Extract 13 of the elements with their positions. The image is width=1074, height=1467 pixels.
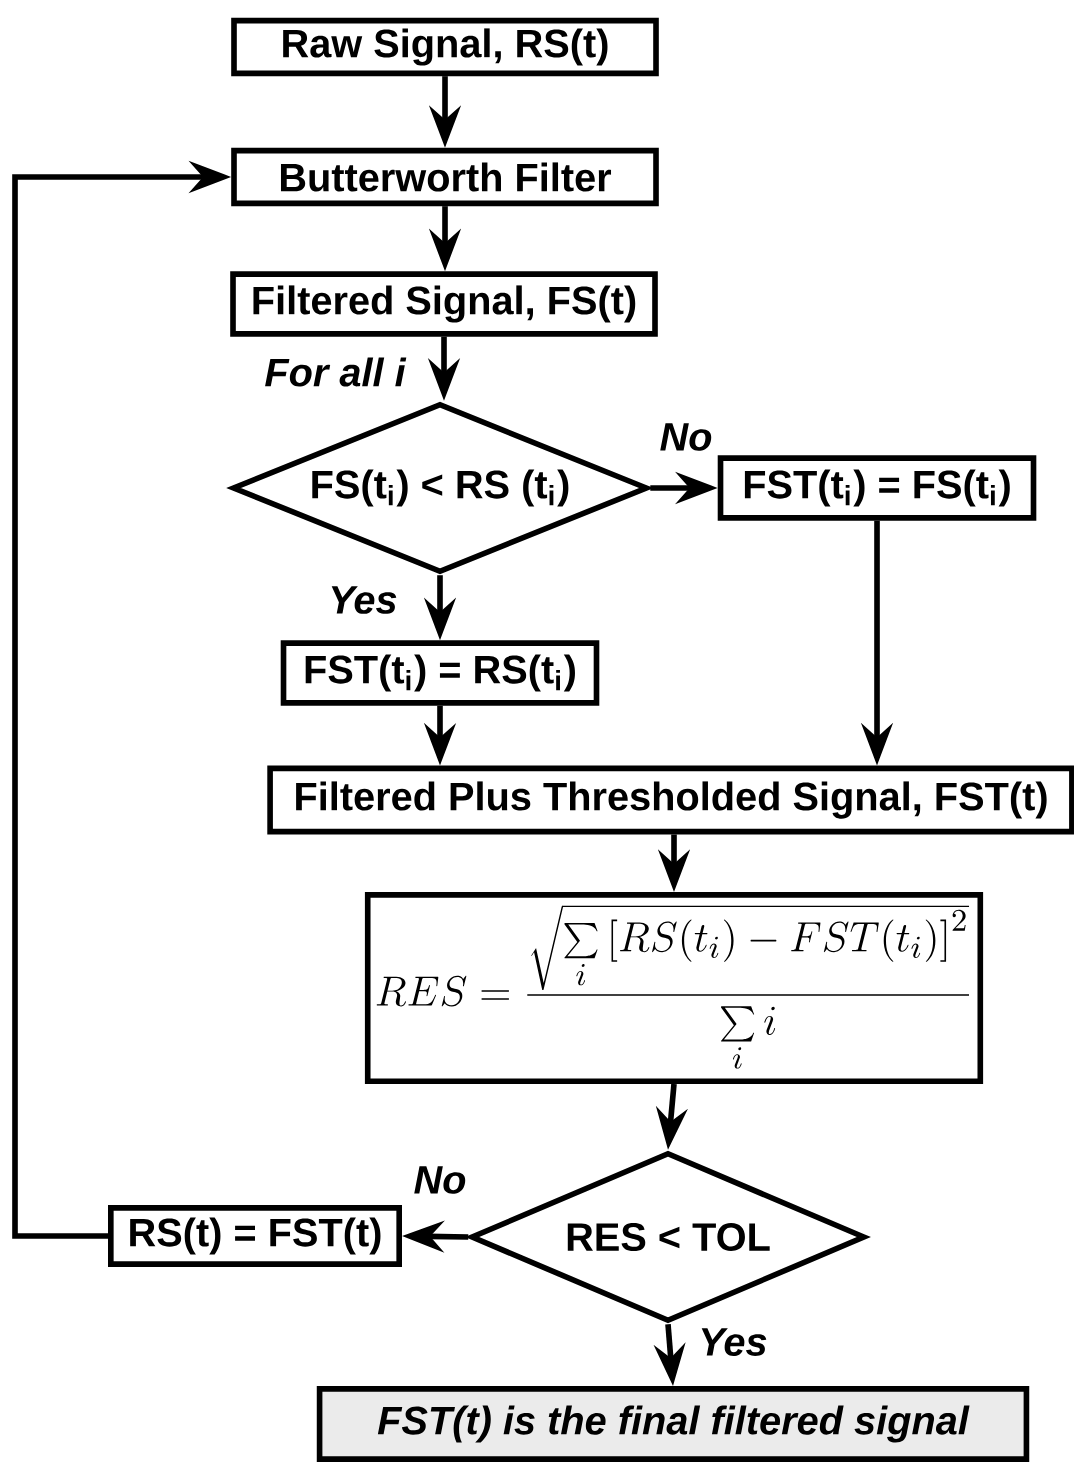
edge-label: No: [656, 419, 716, 455]
result-box: FST(t) is the final filtered signal: [316, 1386, 1030, 1462]
process-box: RS(t) = FST(t): [108, 1205, 402, 1267]
process-box: FST(t$_{i}$) = RS(t$_{i}$): [280, 640, 600, 706]
process-box: Raw Signal, RS(t): [231, 17, 659, 77]
process-box: Filtered Signal, FS(t): [230, 271, 658, 337]
process-box: Butterworth Filter: [231, 147, 659, 207]
process-box: FST(t$_{i}$) = FS(t$_{i}$): [717, 455, 1037, 521]
process-box: Filtered Plus Thresholded Signal, FST(t): [267, 765, 1074, 835]
edge-label: For all i: [260, 353, 410, 391]
edge-label: Yes: [694, 1324, 772, 1360]
formula-box: $RES=\frac{\sqrt{\sum\limits_{i}\left[RS(t_{i})-FST(t_{i})\right]^{2}}}{\sum\limits_{i} i}$: [364, 892, 984, 1084]
edge-label: Yes: [324, 582, 402, 618]
